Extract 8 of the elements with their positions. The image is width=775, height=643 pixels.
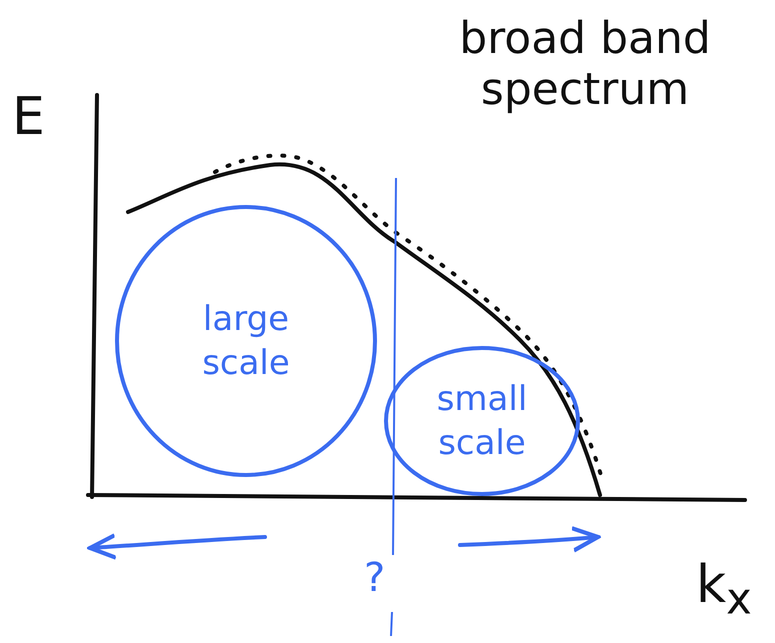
title: broad band spectrum	[458, 14, 712, 116]
circle-label: large scale	[201, 298, 291, 385]
axis-label: E	[12, 88, 45, 148]
scale-circle	[384, 346, 580, 496]
question-mark: ?	[364, 555, 386, 601]
circle-label: small scale	[436, 378, 528, 465]
scale-circle	[115, 205, 377, 477]
axis-label: k$_{x}$	[696, 556, 752, 626]
